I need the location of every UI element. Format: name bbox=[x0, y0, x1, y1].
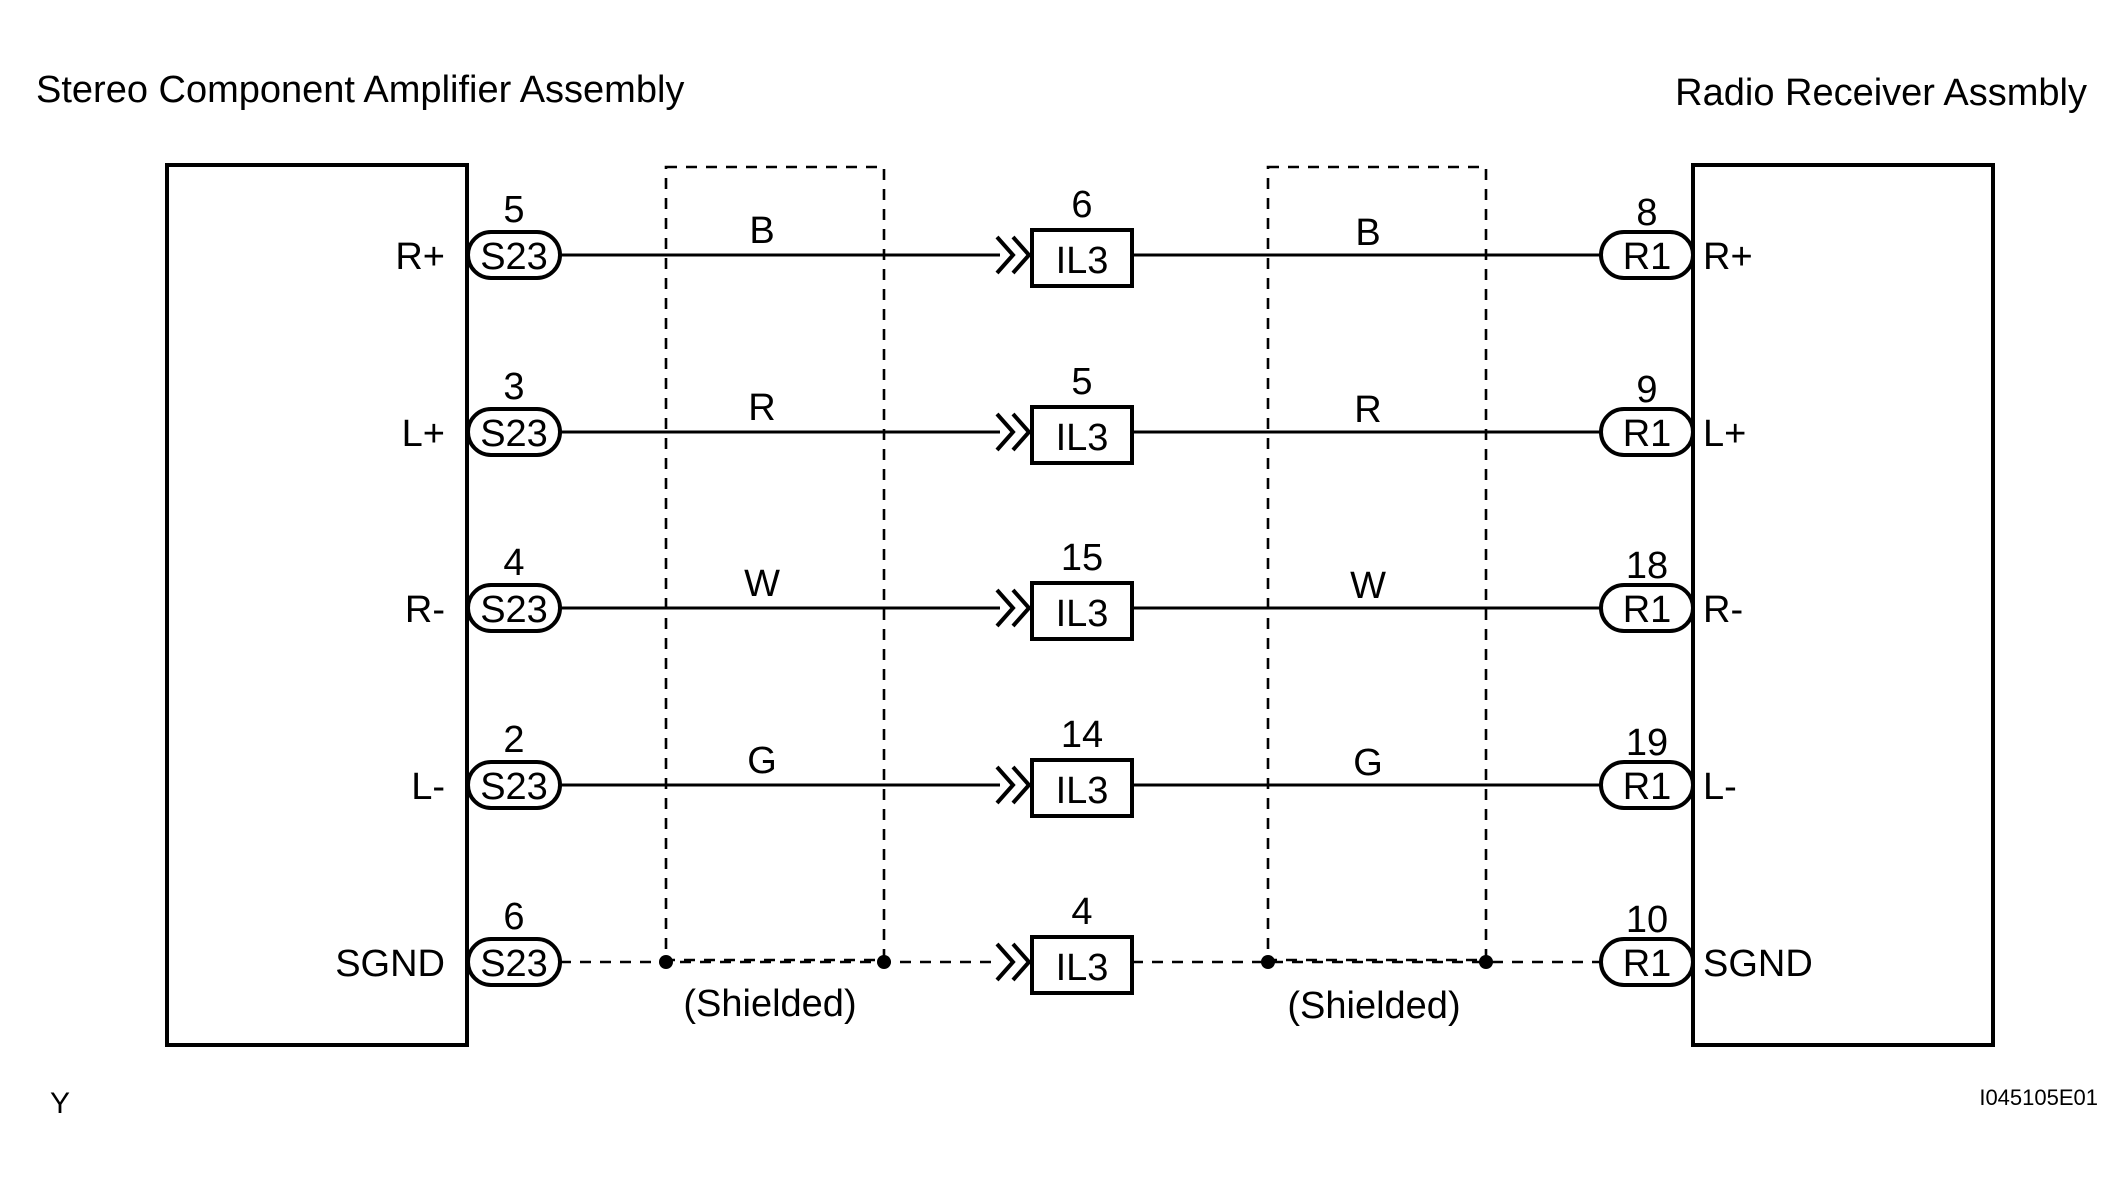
shield-label-left: (Shielded) bbox=[683, 983, 856, 1025]
shield-box-right bbox=[1266, 165, 1488, 962]
wire-color-left: G bbox=[747, 740, 777, 782]
wire-color-left: B bbox=[749, 210, 774, 252]
right-connector-label: R1 bbox=[1623, 589, 1672, 631]
junction-connector-label: IL3 bbox=[1056, 240, 1109, 282]
right-connector-pill bbox=[1599, 760, 1695, 810]
right-connector-pill bbox=[1599, 583, 1695, 633]
right-connector-pill bbox=[1599, 407, 1695, 457]
junction-pin-number: 6 bbox=[1071, 184, 1092, 226]
left-pin-number: 2 bbox=[503, 719, 524, 761]
shield-junction-dot bbox=[1261, 955, 1275, 969]
right-pin-number: 10 bbox=[1626, 899, 1668, 941]
junction-pin-number: 4 bbox=[1071, 891, 1092, 933]
right-connector-pill bbox=[1599, 937, 1695, 987]
junction-connector-label: IL3 bbox=[1056, 947, 1109, 989]
right-connector-pill bbox=[1599, 230, 1695, 280]
wire-color-right: G bbox=[1353, 742, 1383, 784]
right-signal-label: L+ bbox=[1703, 413, 1746, 455]
right-pin-number: 8 bbox=[1636, 192, 1657, 234]
left-connector-label: S23 bbox=[480, 589, 548, 631]
shield-junction-dot bbox=[659, 955, 673, 969]
junction-connector-box bbox=[1030, 935, 1134, 995]
right-component-box bbox=[1691, 163, 1995, 1047]
right-signal-label: R- bbox=[1703, 589, 1743, 631]
right-connector-label: R1 bbox=[1623, 236, 1672, 278]
right-signal-label: L- bbox=[1703, 766, 1737, 808]
wire-color-right: R bbox=[1354, 389, 1381, 431]
left-component-title: Stereo Component Amplifier Assembly bbox=[36, 69, 684, 111]
junction-chevron bbox=[995, 235, 1032, 275]
wire-color-right: B bbox=[1355, 212, 1380, 254]
left-signal-label: R- bbox=[405, 589, 445, 631]
left-signal-label: R+ bbox=[395, 236, 445, 278]
right-signal-label: SGND bbox=[1703, 943, 1813, 985]
wire-color-left: W bbox=[744, 563, 780, 605]
left-pin-number: 6 bbox=[503, 896, 524, 938]
junction-chevron bbox=[995, 942, 1032, 982]
junction-chevron bbox=[995, 412, 1032, 452]
right-pin-number: 19 bbox=[1626, 722, 1668, 764]
left-pin-number: 4 bbox=[503, 542, 524, 584]
left-connector-label: S23 bbox=[480, 236, 548, 278]
right-component-title: Radio Receiver Assmbly bbox=[1675, 72, 2087, 114]
right-connector-label: R1 bbox=[1623, 943, 1672, 985]
junction-chevron bbox=[995, 765, 1032, 805]
shield-box-left bbox=[664, 165, 886, 962]
left-pin-number: 5 bbox=[503, 189, 524, 231]
shield-junction-dot bbox=[1479, 955, 1493, 969]
figure-id: I045105E01 bbox=[1979, 1085, 2098, 1110]
junction-connector-box bbox=[1030, 405, 1134, 465]
left-pin-number: 3 bbox=[503, 366, 524, 408]
corner-label: Y bbox=[50, 1087, 70, 1120]
junction-connector-label: IL3 bbox=[1056, 593, 1109, 635]
left-signal-label: SGND bbox=[335, 943, 445, 985]
left-component-box bbox=[165, 163, 469, 1047]
wire-color-left: R bbox=[748, 387, 775, 429]
left-connector-label: S23 bbox=[480, 413, 548, 455]
right-connector-label: R1 bbox=[1623, 766, 1672, 808]
left-connector-label: S23 bbox=[480, 943, 548, 985]
shield-label-right: (Shielded) bbox=[1287, 985, 1460, 1027]
junction-connector-label: IL3 bbox=[1056, 770, 1109, 812]
junction-connector-box bbox=[1030, 228, 1134, 288]
junction-pin-number: 15 bbox=[1061, 537, 1103, 579]
right-signal-label: R+ bbox=[1703, 236, 1753, 278]
right-pin-number: 18 bbox=[1626, 545, 1668, 587]
junction-connector-label: IL3 bbox=[1056, 417, 1109, 459]
left-connector-label: S23 bbox=[480, 766, 548, 808]
left-signal-label: L- bbox=[411, 766, 445, 808]
shield-junction-dot bbox=[877, 955, 891, 969]
junction-connector-box bbox=[1030, 758, 1134, 818]
junction-pin-number: 5 bbox=[1071, 361, 1092, 403]
left-signal-label: L+ bbox=[402, 413, 445, 455]
right-pin-number: 9 bbox=[1636, 369, 1657, 411]
junction-chevron bbox=[995, 588, 1032, 628]
wire-color-right: W bbox=[1350, 565, 1386, 607]
junction-connector-box bbox=[1030, 581, 1134, 641]
right-connector-label: R1 bbox=[1623, 413, 1672, 455]
junction-pin-number: 14 bbox=[1061, 714, 1103, 756]
